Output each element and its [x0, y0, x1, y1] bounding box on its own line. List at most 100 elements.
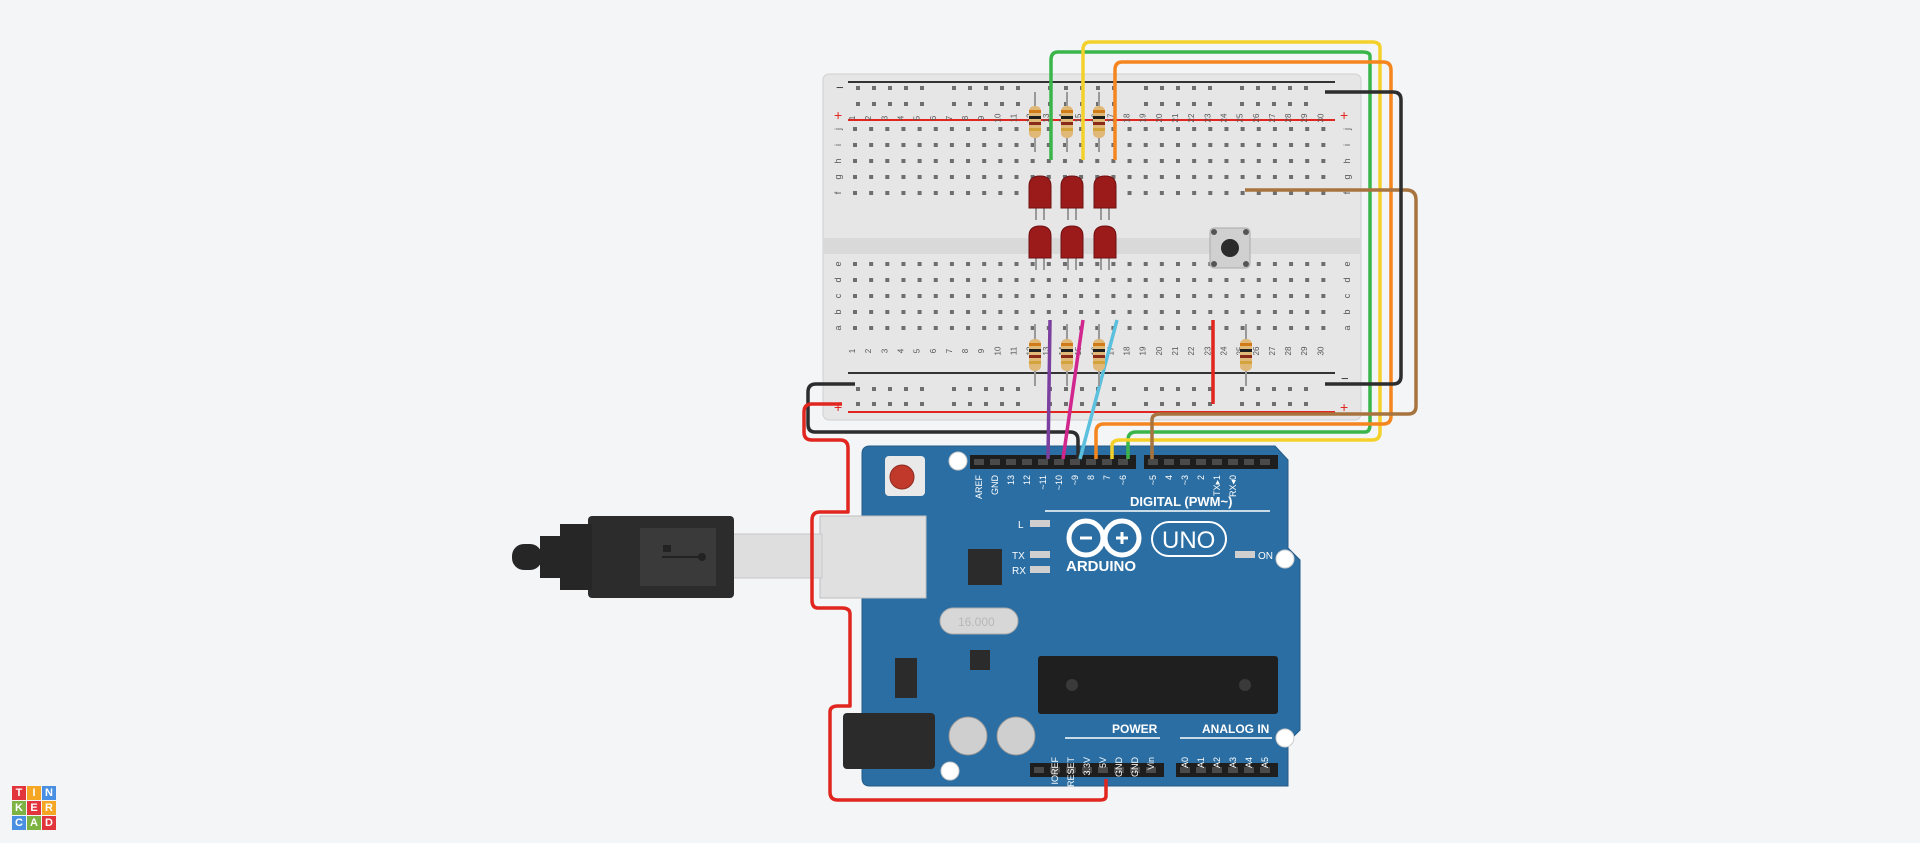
rail-hole[interactable]	[1176, 387, 1180, 391]
breadboard-hole[interactable]	[853, 326, 857, 330]
breadboard-hole[interactable]	[1030, 262, 1035, 266]
breadboard-hole[interactable]	[853, 143, 857, 147]
breadboard-hole[interactable]	[1079, 278, 1084, 282]
breadboard-hole[interactable]	[1046, 175, 1051, 179]
rail-hole[interactable]	[1208, 102, 1212, 106]
breadboard-hole[interactable]	[1159, 159, 1164, 163]
breadboard-hole[interactable]	[982, 262, 987, 266]
breadboard-hole[interactable]	[1046, 310, 1051, 314]
rail-hole[interactable]	[1144, 387, 1148, 391]
rail-hole[interactable]	[1176, 402, 1180, 406]
rail-hole[interactable]	[1096, 402, 1100, 406]
breadboard-hole[interactable]	[1176, 262, 1180, 266]
rail-hole[interactable]	[1000, 402, 1004, 406]
breadboard-hole[interactable]	[1256, 278, 1261, 282]
usb-port[interactable]	[819, 515, 927, 599]
breadboard-hole[interactable]	[1111, 262, 1116, 266]
breadboard-hole[interactable]	[1159, 326, 1164, 330]
breadboard-hole[interactable]	[966, 262, 971, 266]
breadboard-hole[interactable]	[982, 159, 987, 163]
breadboard-hole[interactable]	[1224, 175, 1229, 179]
wire[interactable]	[1049, 50, 1372, 459]
breadboard-hole[interactable]	[933, 143, 938, 147]
breadboard-hole[interactable]	[982, 294, 987, 298]
rail-hole[interactable]	[1112, 402, 1116, 406]
breadboard-hole[interactable]	[1305, 278, 1310, 282]
rail-hole[interactable]	[952, 402, 956, 406]
breadboard-hole[interactable]	[917, 262, 922, 266]
breadboard-hole[interactable]	[1127, 278, 1132, 282]
rail-hole[interactable]	[968, 402, 972, 406]
breadboard-hole[interactable]	[1046, 278, 1051, 282]
breadboard-hole[interactable]	[1256, 310, 1261, 314]
breadboard-hole[interactable]	[1256, 143, 1261, 147]
rail-hole[interactable]	[1272, 402, 1276, 406]
breadboard-hole[interactable]	[1143, 191, 1148, 195]
breadboard-hole[interactable]	[917, 175, 922, 179]
breadboard-hole[interactable]	[1305, 310, 1310, 314]
breadboard-hole[interactable]	[998, 191, 1003, 195]
breadboard-hole[interactable]	[885, 127, 890, 131]
breadboard-hole[interactable]	[933, 191, 938, 195]
breadboard-hole[interactable]	[1208, 143, 1213, 147]
rail-hole[interactable]	[1192, 102, 1196, 106]
breadboard-hole[interactable]	[917, 326, 922, 330]
breadboard-hole[interactable]	[1192, 294, 1197, 298]
breadboard-hole[interactable]	[1321, 127, 1326, 131]
breadboard-hole[interactable]	[869, 326, 874, 330]
breadboard-hole[interactable]	[1062, 310, 1067, 314]
breadboard-hole[interactable]	[1143, 278, 1148, 282]
breadboard-hole[interactable]	[966, 191, 971, 195]
breadboard-hole[interactable]	[853, 191, 857, 195]
rail-hole[interactable]	[856, 86, 860, 90]
breadboard-hole[interactable]	[885, 191, 890, 195]
breadboard-hole[interactable]	[1062, 143, 1067, 147]
breadboard-hole[interactable]	[917, 310, 922, 314]
breadboard-hole[interactable]	[1143, 310, 1148, 314]
rail-hole[interactable]	[1304, 402, 1308, 406]
breadboard-hole[interactable]	[949, 143, 954, 147]
analog-pin[interactable]	[1180, 767, 1190, 773]
rail-hole[interactable]	[1144, 402, 1148, 406]
breadboard-hole[interactable]	[1289, 326, 1294, 330]
breadboard-hole[interactable]	[1159, 175, 1164, 179]
breadboard-hole[interactable]	[1111, 310, 1116, 314]
rail-hole[interactable]	[1064, 402, 1068, 406]
breadboard-hole[interactable]	[1111, 278, 1116, 282]
rail-hole[interactable]	[1080, 402, 1084, 406]
breadboard-hole[interactable]	[1014, 262, 1019, 266]
breadboard-hole[interactable]	[1111, 159, 1116, 163]
led[interactable]	[1028, 175, 1052, 209]
breadboard-hole[interactable]	[1014, 294, 1019, 298]
rail-hole[interactable]	[904, 86, 908, 90]
digital-pin[interactable]	[990, 459, 1000, 465]
breadboard-hole[interactable]	[998, 294, 1003, 298]
breadboard-hole[interactable]	[901, 191, 906, 195]
wire[interactable]	[1078, 319, 1119, 460]
breadboard-hole[interactable]	[1176, 326, 1180, 330]
breadboard-hole[interactable]	[1176, 175, 1180, 179]
breadboard-hole[interactable]	[1046, 294, 1051, 298]
power-pin[interactable]	[1098, 767, 1108, 773]
breadboard-hole[interactable]	[1321, 262, 1326, 266]
rail-hole[interactable]	[952, 102, 956, 106]
rail-hole[interactable]	[872, 402, 876, 406]
rail-hole[interactable]	[1112, 387, 1116, 391]
breadboard-hole[interactable]	[1256, 294, 1261, 298]
rail-hole[interactable]	[1256, 402, 1260, 406]
breadboard-hole[interactable]	[1208, 278, 1213, 282]
rail-hole[interactable]	[872, 86, 876, 90]
breadboard-hole[interactable]	[1176, 191, 1180, 195]
breadboard-hole[interactable]	[1176, 294, 1180, 298]
breadboard-hole[interactable]	[1159, 310, 1164, 314]
rail-hole[interactable]	[904, 387, 908, 391]
breadboard-hole[interactable]	[1127, 310, 1132, 314]
digital-pin[interactable]	[1148, 459, 1158, 465]
usb-cable[interactable]	[512, 516, 823, 598]
breadboard-hole[interactable]	[982, 175, 987, 179]
breadboard-hole[interactable]	[966, 127, 971, 131]
breadboard-hole[interactable]	[933, 159, 938, 163]
breadboard-hole[interactable]	[1208, 191, 1213, 195]
rail-hole[interactable]	[904, 402, 908, 406]
breadboard-hole[interactable]	[998, 310, 1003, 314]
